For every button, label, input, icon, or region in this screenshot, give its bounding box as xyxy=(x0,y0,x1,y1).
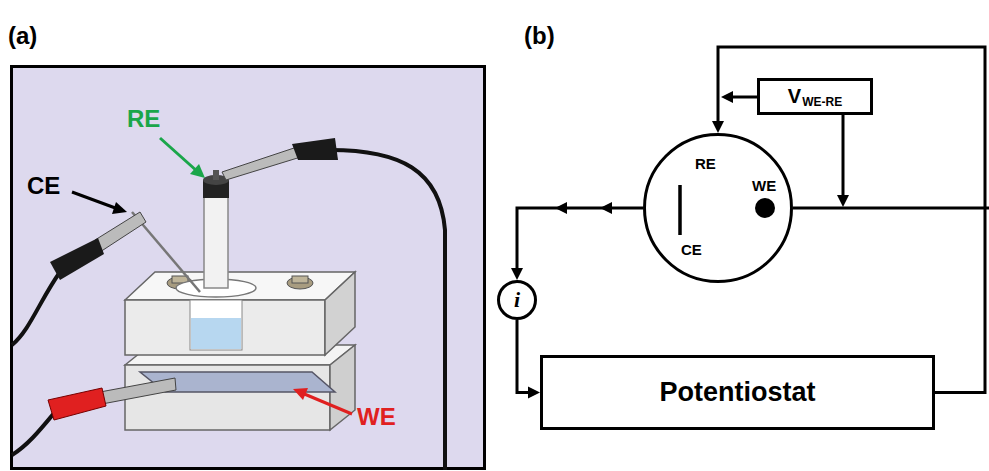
voltage-subscript: WE-RE xyxy=(802,95,842,109)
electrode-label: WE xyxy=(357,403,396,431)
clamp-block xyxy=(325,272,355,355)
sense-wire xyxy=(842,115,845,196)
pointer-arrow xyxy=(160,138,198,172)
cable xyxy=(12,272,60,345)
electrode-label: CE xyxy=(27,172,60,200)
panel-label: (a) xyxy=(8,22,37,50)
clip xyxy=(222,146,304,180)
clip-handle xyxy=(292,138,338,160)
potentiostat-box: Potentiostat xyxy=(540,355,935,430)
electrode-label: RE xyxy=(127,105,160,133)
electrode-label: CE xyxy=(681,241,702,258)
ammeter-circle: i xyxy=(497,280,537,320)
voltmeter-box: VWE-RE xyxy=(757,78,873,115)
cell-circle: RE WE CE xyxy=(643,133,793,283)
pointer-arrow xyxy=(190,164,205,178)
circle-outline xyxy=(643,133,793,283)
box-title: Potentiostat xyxy=(659,377,815,408)
clip xyxy=(100,378,176,404)
panel-frame xyxy=(12,67,485,469)
circle-outline xyxy=(499,282,536,319)
clip xyxy=(95,212,146,252)
connector-line xyxy=(517,320,530,393)
arrowhead xyxy=(511,268,523,280)
pointer-arrow xyxy=(302,393,352,414)
voltage-symbol: V xyxy=(788,85,801,108)
reference-electrode xyxy=(204,188,228,288)
clip-handle xyxy=(50,238,104,280)
clamp-block xyxy=(330,345,355,430)
vial xyxy=(190,300,242,350)
circle-outline xyxy=(645,135,792,282)
we-wire xyxy=(793,207,989,210)
arrowhead xyxy=(837,195,849,207)
sense-wire xyxy=(732,96,757,99)
connector-line xyxy=(517,208,643,270)
screw xyxy=(287,277,313,289)
electrode-label: RE xyxy=(695,155,716,172)
counter-electrode-symbol xyxy=(678,185,682,235)
electrode-label: WE xyxy=(752,177,776,194)
panel-label: (b) xyxy=(524,22,555,50)
clip-handle xyxy=(48,388,106,420)
electrolyte xyxy=(191,318,241,349)
working-electrode-symbol xyxy=(755,198,775,218)
arrowhead xyxy=(721,91,733,103)
screw xyxy=(292,276,308,283)
arrowhead xyxy=(712,121,724,133)
clamp-block xyxy=(125,300,325,355)
pointer-arrow xyxy=(112,202,127,214)
clamp-block xyxy=(125,272,355,300)
current-symbol: i xyxy=(514,287,520,313)
cable xyxy=(12,412,55,455)
electrode-pin xyxy=(213,170,219,180)
pointer-arrow xyxy=(293,388,308,400)
connector xyxy=(511,208,643,280)
arrowhead xyxy=(528,387,540,399)
pointer-arrow xyxy=(72,192,118,209)
connector xyxy=(517,320,540,399)
